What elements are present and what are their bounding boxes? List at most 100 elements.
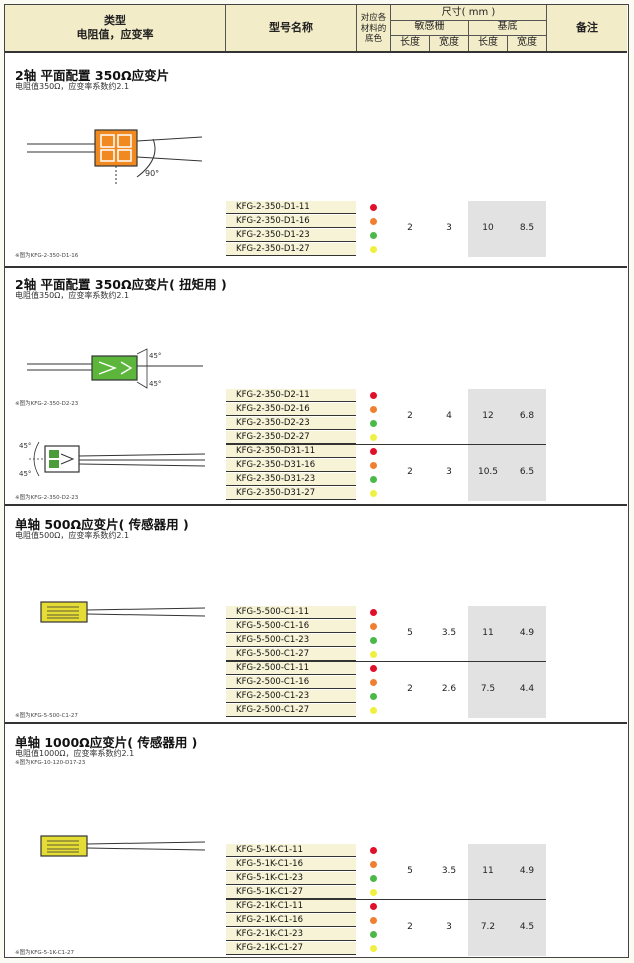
section-1axis-1000: 单轴 1000Ω应变片( 传感器用 ) 电阻值1000Ω，应变率系数约2.1 ※… xyxy=(5,724,627,959)
section-title: 2轴 平面配置 350Ω应变片( 扭矩用 ) xyxy=(15,277,227,292)
base-length-value: 7.5 xyxy=(480,684,496,694)
section-subtitle: 电阻值350Ω，应变率系数约2.1 xyxy=(15,82,130,91)
group-divider xyxy=(226,661,546,662)
base-dimension-cell xyxy=(468,662,546,718)
model-name: KFG-2-500-C1-11 xyxy=(226,662,356,675)
model-name: KFG-2-500-C1-23 xyxy=(226,690,356,703)
angle-label: 45° xyxy=(19,442,31,450)
material-color-dot xyxy=(370,232,377,239)
grid-width-value: 3.5 xyxy=(441,628,457,638)
figure-note: ※图为KFG-2-350-D2-23 xyxy=(15,401,79,407)
base-length-header: 长度 xyxy=(478,36,498,48)
material-color-dot xyxy=(370,931,377,938)
material-color-dot xyxy=(370,651,377,658)
model-name: KFG-2-350-D1-16 xyxy=(226,215,356,228)
model-name: KFG-5-500-C1-11 xyxy=(226,606,356,619)
angle-label: 45° xyxy=(19,470,31,478)
section-1axis-500: 单轴 500Ω应变片( 传感器用 ) 电阻值500Ω，应变率系数约2.1 ※图为… xyxy=(5,506,627,722)
base-dimension-cell xyxy=(468,445,546,501)
model-name: KFG-2-500-C1-16 xyxy=(226,676,356,689)
base-dimension-cell xyxy=(468,201,546,257)
material-color-dot xyxy=(370,434,377,441)
model-name: KFG-2-1K-C1-27 xyxy=(226,942,356,955)
model-header: 型号名称 xyxy=(269,21,313,35)
material-color-dot xyxy=(370,204,377,211)
base-width-header: 宽度 xyxy=(517,36,537,48)
material-color-dot xyxy=(370,246,377,253)
section-2axis-torque: 2轴 平面配置 350Ω应变片( 扭矩用 ) 电阻值350Ω，应变率系数约2.1… xyxy=(5,268,627,504)
section-title: 单轴 1000Ω应变片( 传感器用 ) xyxy=(15,735,198,750)
material-color-dot xyxy=(370,861,377,868)
material-color-dot xyxy=(370,875,377,882)
torque-gauge-diagram-1: 45° 45° xyxy=(27,348,203,389)
model-name: KFG-2-1K-C1-11 xyxy=(226,900,356,913)
grid-width-value: 3.5 xyxy=(441,866,457,876)
section-subtitle: 电阻值350Ω，应变率系数约2.1 xyxy=(15,291,130,300)
base-width-value: 8.5 xyxy=(519,223,535,233)
grid-width-value: 3 xyxy=(446,467,452,477)
grid-length-header: 长度 xyxy=(400,36,420,48)
grid-width-value: 3 xyxy=(446,922,452,932)
material-color-dot xyxy=(370,609,377,616)
size-header: 尺寸( mm ) xyxy=(441,6,496,18)
type-header: 类型 电阻值，应变率 xyxy=(5,9,225,47)
base-dimension-cell xyxy=(468,844,546,900)
material-color-dot xyxy=(370,693,377,700)
figure-note: ※图为KFG-5-500-C1-27 xyxy=(15,713,78,719)
base-length-value: 11 xyxy=(482,866,494,876)
material-color-dot xyxy=(370,679,377,686)
model-name: KFG-5-1K-C1-23 xyxy=(226,872,356,885)
base-dimension-cell xyxy=(468,606,546,662)
model-name: KFG-5-500-C1-27 xyxy=(226,648,356,661)
spec-table: 类型 电阻值，应变率 型号名称 对应各材料的底色 尺寸( mm ) 敏感栅 基底… xyxy=(4,4,629,958)
grid-width-value: 3 xyxy=(446,223,452,233)
figure-note: ※图为KFG-10-120-D17-23 xyxy=(15,760,86,766)
material-color-dot xyxy=(370,623,377,630)
grid-width-value: 4 xyxy=(446,411,452,421)
model-name: KFG-2-350-D1-11 xyxy=(226,201,356,214)
grid-length-value: 2 xyxy=(407,411,413,421)
grid-length-value: 5 xyxy=(407,866,413,876)
model-name: KFG-2-350-D31-11 xyxy=(226,445,356,458)
torque-gauge-diagram-2: 45° 45° xyxy=(19,441,206,478)
material-color-dot xyxy=(370,462,377,469)
material-color-dot xyxy=(370,420,377,427)
grid-length-value: 2 xyxy=(407,467,413,477)
group-divider xyxy=(226,899,546,900)
base-length-value: 7.2 xyxy=(480,922,496,932)
material-color-dot xyxy=(370,218,377,225)
base-width-value: 4.9 xyxy=(519,866,535,876)
section-title: 2轴 平面配置 350Ω应变片 xyxy=(15,68,170,83)
angle-label: 45° xyxy=(149,380,161,388)
section-title: 单轴 500Ω应变片( 传感器用 ) xyxy=(15,517,189,532)
figure-note: ※图为KFG-2-350-D1-16 xyxy=(15,253,79,259)
model-name: KFG-2-350-D31-16 xyxy=(226,459,356,472)
model-name: KFG-5-500-C1-16 xyxy=(226,620,356,633)
base-dimension-cell xyxy=(468,900,546,956)
material-color-dot xyxy=(370,637,377,644)
material-color-dot xyxy=(370,847,377,854)
section-subtitle: 电阻值1000Ω，应变率系数约2.1 xyxy=(15,749,135,758)
base-header: 基底 xyxy=(497,21,518,33)
figure-note: ※图为KFG-5-1K-C1-27 xyxy=(15,950,74,956)
section-subtitle: 电阻值500Ω，应变率系数约2.1 xyxy=(15,531,130,540)
model-name: KFG-2-350-D1-27 xyxy=(226,243,356,256)
section-2axis-350: 2轴 平面配置 350Ω应变片 电阻值350Ω，应变率系数约2.1 90° ※图… xyxy=(5,53,627,266)
strain-gauge-2axis-diagram: 90° xyxy=(27,129,203,185)
base-length-value: 11 xyxy=(482,628,494,638)
base-dimension-cell xyxy=(468,389,546,445)
grid-header: 敏感栅 xyxy=(414,21,445,33)
grid-width-value: 2.6 xyxy=(441,684,457,694)
material-color-dot xyxy=(370,392,377,399)
base-width-value: 4.5 xyxy=(519,922,535,932)
base-width-value: 6.5 xyxy=(519,467,535,477)
model-name: KFG-2-350-D2-11 xyxy=(226,389,356,402)
remarks-header: 备注 xyxy=(576,21,598,35)
table-header: 类型 电阻值，应变率 型号名称 对应各材料的底色 尺寸( mm ) 敏感栅 基底… xyxy=(5,5,627,53)
grid-length-value: 2 xyxy=(407,684,413,694)
model-name: KFG-2-1K-C1-23 xyxy=(226,928,356,941)
material-header: 对应各材料的底色 xyxy=(360,13,387,45)
strain-gauge-1axis-1000-diagram xyxy=(40,835,206,857)
grid-length-value: 2 xyxy=(407,922,413,932)
model-name: KFG-2-350-D2-23 xyxy=(226,417,356,430)
